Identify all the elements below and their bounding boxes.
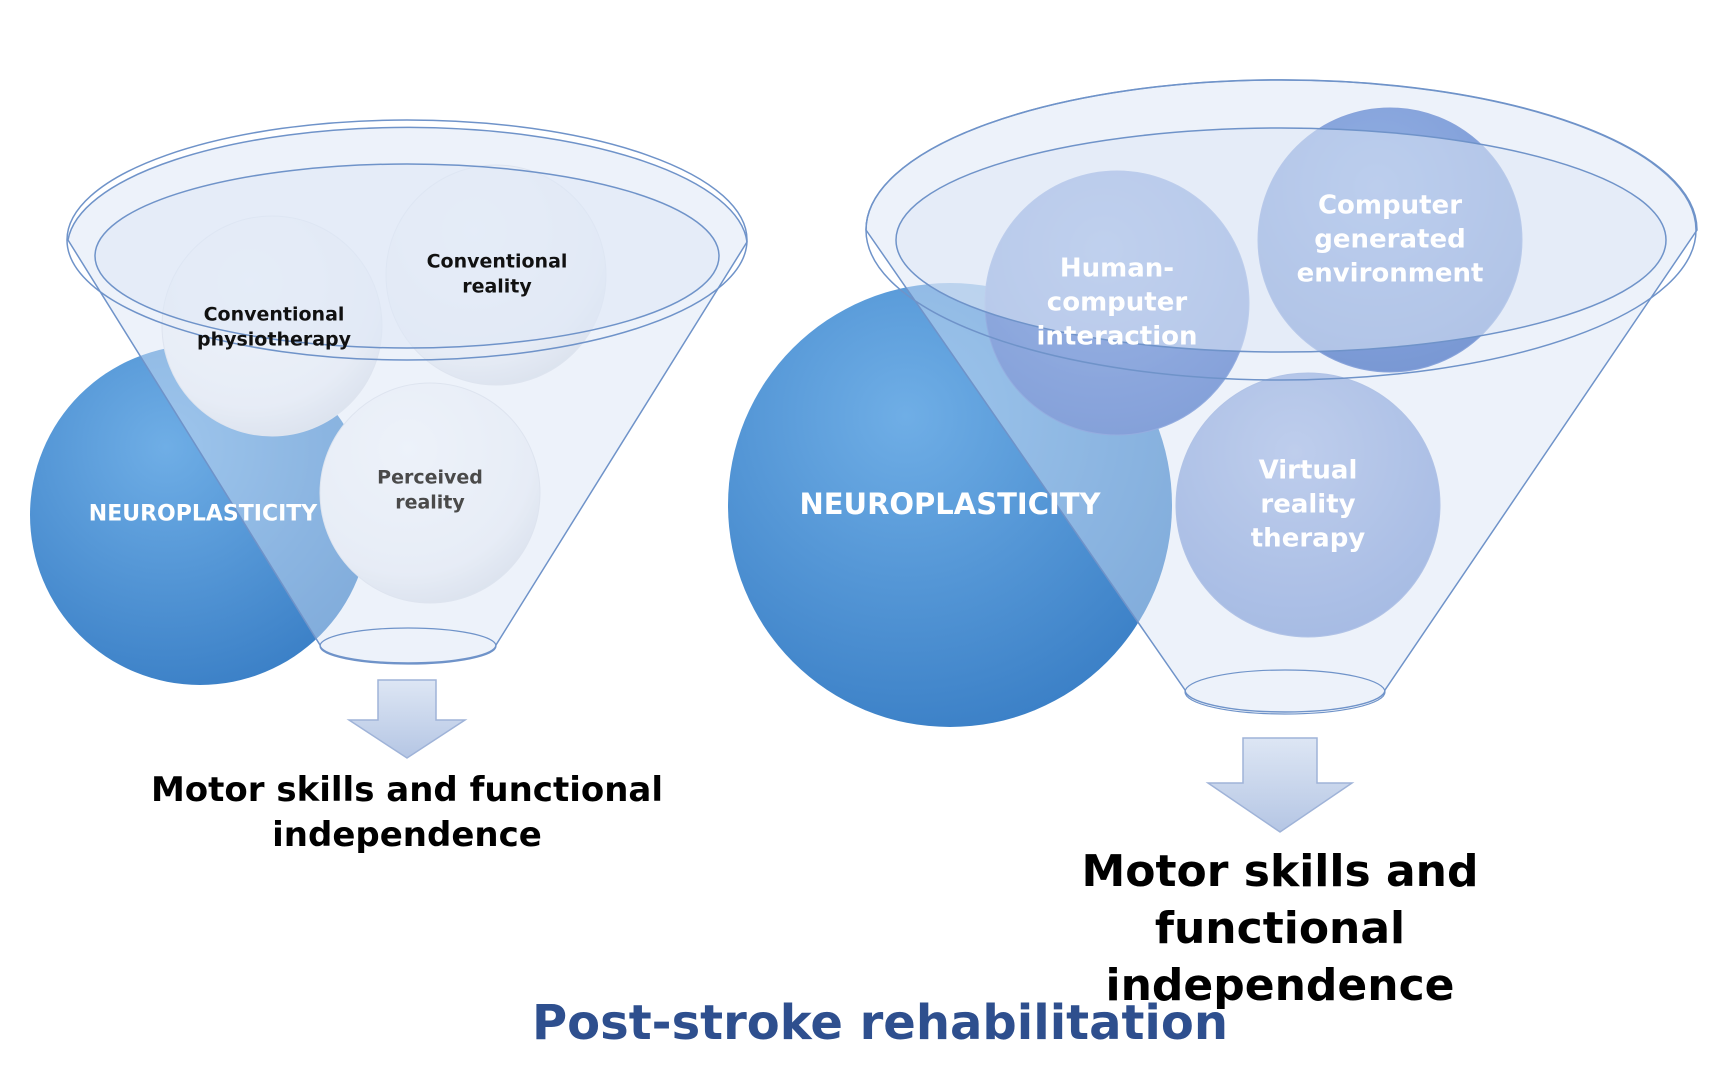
right-circle-virtual-reality-therapy <box>1175 372 1441 638</box>
right-outcome-text: Motor skills and functional independence <box>1081 846 1479 1012</box>
right-label-virtual-reality-therapy: Virtual reality therapy <box>1250 455 1366 553</box>
left-label-perceived-reality: Perceived reality <box>377 466 483 513</box>
right-label-computer-generated-environment: Computer generated environment <box>1296 190 1484 288</box>
left-hub-label: NEUROPLASTICITY <box>88 501 318 527</box>
left-funnel-panel <box>30 119 748 759</box>
right-funnel-rim-inner <box>895 127 1667 353</box>
left-label-conventional-physiotherapy: Conventional physiotherapy <box>196 303 352 350</box>
right-hub-label: NEUROPLASTICITY <box>799 487 1101 522</box>
footer-title: Post-stroke rehabilitation <box>531 995 1229 1051</box>
right-funnel-spout <box>1184 669 1386 715</box>
left-circle-perceived-reality <box>319 382 541 604</box>
right-funnel-panel <box>728 79 1698 833</box>
left-funnel-rim-inner <box>94 163 720 349</box>
right-down-arrow <box>1205 737 1355 833</box>
right-funnel-rim-outer <box>865 79 1697 381</box>
left-outcome-text: Motor skills and functional independence <box>150 770 664 855</box>
left-label-conventional-reality: Conventional reality <box>426 250 568 297</box>
left-funnel-rim-outer <box>66 119 748 361</box>
right-label-human-computer-interaction: Human- computer interaction <box>1036 253 1198 351</box>
left-funnel-spout <box>319 627 497 665</box>
left-down-arrow <box>346 679 468 759</box>
